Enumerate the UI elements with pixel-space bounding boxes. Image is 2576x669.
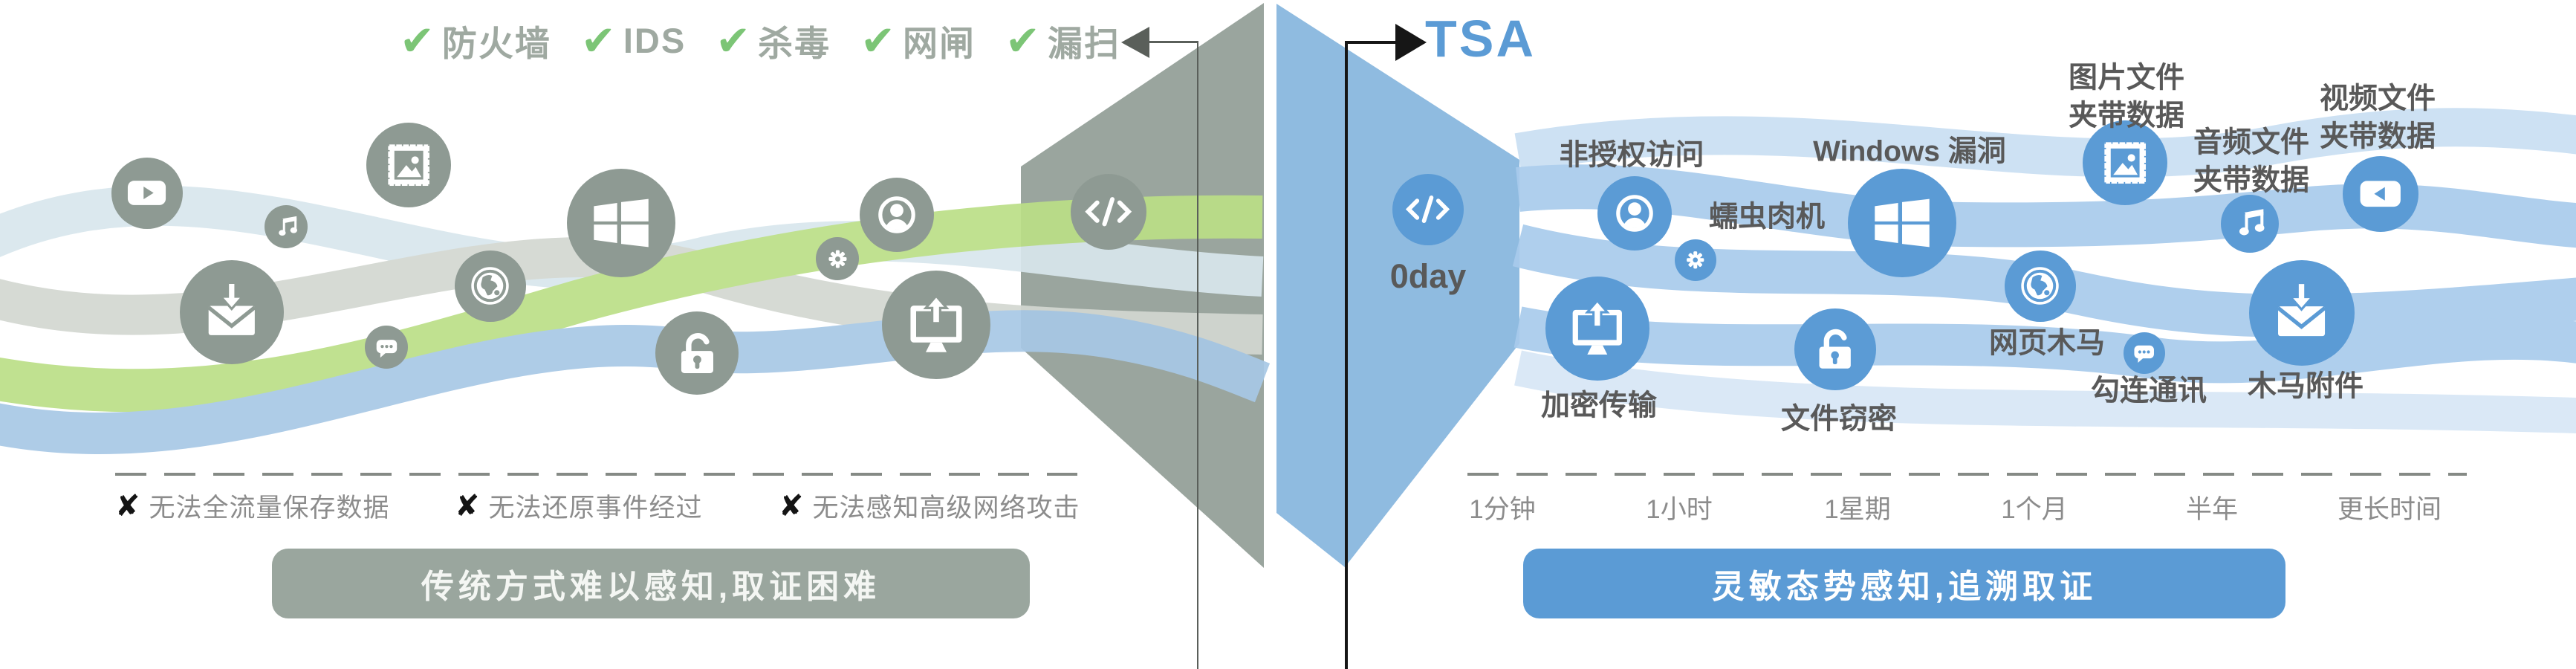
chat-dots-icon bbox=[365, 326, 408, 369]
gear-icon bbox=[1675, 239, 1716, 281]
threat-label-image-exfil: 图片文件 夹带数据 bbox=[2068, 62, 2185, 132]
check-icon: ✔ bbox=[716, 16, 751, 64]
mail-download-icon bbox=[2249, 260, 2355, 366]
code-icon bbox=[1071, 174, 1146, 250]
problem-item-full-traffic: ✘ 无法全流量保存数据 bbox=[115, 487, 390, 525]
user-icon bbox=[1597, 176, 1672, 251]
timeline-tick-1week: 1星期 bbox=[1824, 495, 1891, 524]
threat-label-windows-vuln: Windows 漏洞 bbox=[1813, 135, 2006, 168]
ribbon-right-blue-1 bbox=[1516, 164, 2576, 248]
image-stamp-icon bbox=[2083, 120, 2167, 205]
ribbon-right-light-1 bbox=[1514, 108, 2576, 178]
image-stamp-icon bbox=[366, 123, 451, 207]
ribbon-left-green bbox=[0, 195, 1263, 413]
timeline-tick-1min: 1分钟 bbox=[1469, 495, 1536, 524]
mail-download-icon bbox=[180, 260, 284, 364]
defense-label: 漏扫 bbox=[1047, 24, 1120, 63]
defense-label: IDS bbox=[623, 21, 687, 60]
lock-open-icon bbox=[1794, 308, 1876, 390]
arrow-right-icon bbox=[1395, 24, 1427, 61]
defense-label: 防火墙 bbox=[441, 24, 551, 63]
cross-icon: ✘ bbox=[455, 489, 480, 523]
timeline-tick-1month: 1个月 bbox=[2001, 495, 2068, 524]
chat-dots-icon bbox=[2124, 332, 2165, 374]
problem-label: 无法还原事件经过 bbox=[488, 494, 703, 523]
problem-item-event-replay: ✘ 无法还原事件经过 bbox=[455, 487, 703, 525]
arrow-shaft-left bbox=[1148, 41, 1198, 43]
monitor-upload-icon bbox=[1545, 277, 1649, 381]
threat-label-encrypted-transfer: 加密传输 bbox=[1540, 390, 1658, 422]
windows-icon bbox=[567, 169, 675, 277]
gear-icon bbox=[816, 237, 859, 280]
user-icon bbox=[860, 178, 934, 252]
divider-line-right bbox=[1345, 41, 1348, 669]
divider-line-left bbox=[1197, 42, 1198, 669]
ribbon-left-blue bbox=[0, 310, 1271, 454]
tsa-title: TSA bbox=[1425, 10, 1536, 68]
defense-label: 网闸 bbox=[903, 24, 976, 63]
ribbon-right-blue-3 bbox=[1514, 306, 2576, 384]
monitor-upload-icon bbox=[882, 271, 990, 379]
video-play-icon bbox=[111, 158, 183, 229]
timeline-tick-longer: 更长时间 bbox=[2337, 495, 2442, 524]
banner-traditional: 传统方式难以感知,取证困难 bbox=[272, 549, 1030, 618]
problem-label: 无法感知高级网络攻击 bbox=[812, 494, 1080, 523]
globe-icon bbox=[2005, 251, 2076, 322]
threat-label-video-exfil: 视频文件 夹带数据 bbox=[2319, 83, 2436, 152]
music-note-icon bbox=[2221, 195, 2279, 253]
windows-icon bbox=[1848, 169, 1956, 277]
cross-icon: ✘ bbox=[779, 489, 804, 523]
defense-label: 杀毒 bbox=[758, 24, 831, 63]
threat-label-file-theft: 文件窃密 bbox=[1780, 403, 1898, 436]
defense-item-firewall: ✔ 防火墙 bbox=[400, 15, 551, 66]
banner-tsa: 灵敏态势感知,追溯取证 bbox=[1523, 549, 2285, 618]
timeline-tick-halfyear: 半年 bbox=[2185, 495, 2239, 524]
globe-icon bbox=[455, 251, 526, 322]
ribbon-right-light-2 bbox=[1514, 350, 2576, 434]
threat-label-audio-exfil: 音频文件 夹带数据 bbox=[2193, 126, 2310, 196]
defense-item-ids: ✔ IDS bbox=[580, 16, 687, 64]
check-icon: ✔ bbox=[860, 16, 896, 64]
threat-label-worm-zombie: 蠕虫肉机 bbox=[1708, 201, 1826, 233]
arrow-left-icon bbox=[1121, 27, 1149, 58]
problem-label: 无法全流量保存数据 bbox=[149, 494, 390, 523]
defense-checklist: ✔ 防火墙 ✔ IDS ✔ 杀毒 ✔ 网闸 ✔ 漏扫 bbox=[400, 15, 1120, 66]
check-icon: ✔ bbox=[580, 16, 616, 64]
check-icon: ✔ bbox=[1005, 16, 1040, 64]
threat-label-trojan-attachment: 木马附件 bbox=[2247, 370, 2364, 403]
video-play-icon bbox=[2343, 156, 2418, 232]
cross-icon: ✘ bbox=[115, 489, 140, 523]
problem-item-advanced-attack: ✘ 无法感知高级网络攻击 bbox=[779, 487, 1080, 525]
funnel-right-blue bbox=[1276, 4, 1519, 567]
lock-open-icon bbox=[655, 311, 739, 395]
dashed-separator-right bbox=[1467, 473, 2467, 476]
zero-day-code-icon bbox=[1392, 174, 1464, 245]
check-icon: ✔ bbox=[400, 16, 435, 64]
music-note-icon bbox=[265, 205, 308, 248]
dashed-separator-left bbox=[115, 473, 1077, 476]
defense-item-antivirus: ✔ 杀毒 bbox=[716, 15, 831, 66]
defense-item-gap: ✔ 网闸 bbox=[860, 15, 976, 66]
threat-label-c2-comms: 勾连通讯 bbox=[2090, 375, 2207, 407]
threat-label-unauthorized-access: 非授权访问 bbox=[1559, 139, 1704, 172]
timeline-tick-1hour: 1小时 bbox=[1646, 495, 1713, 524]
threat-label-web-trojan: 网页木马 bbox=[1988, 327, 2106, 360]
zero-day-label: 0day bbox=[1389, 257, 1467, 295]
defense-item-vulnscan: ✔ 漏扫 bbox=[1005, 15, 1120, 66]
arrow-shaft-right bbox=[1346, 41, 1397, 44]
